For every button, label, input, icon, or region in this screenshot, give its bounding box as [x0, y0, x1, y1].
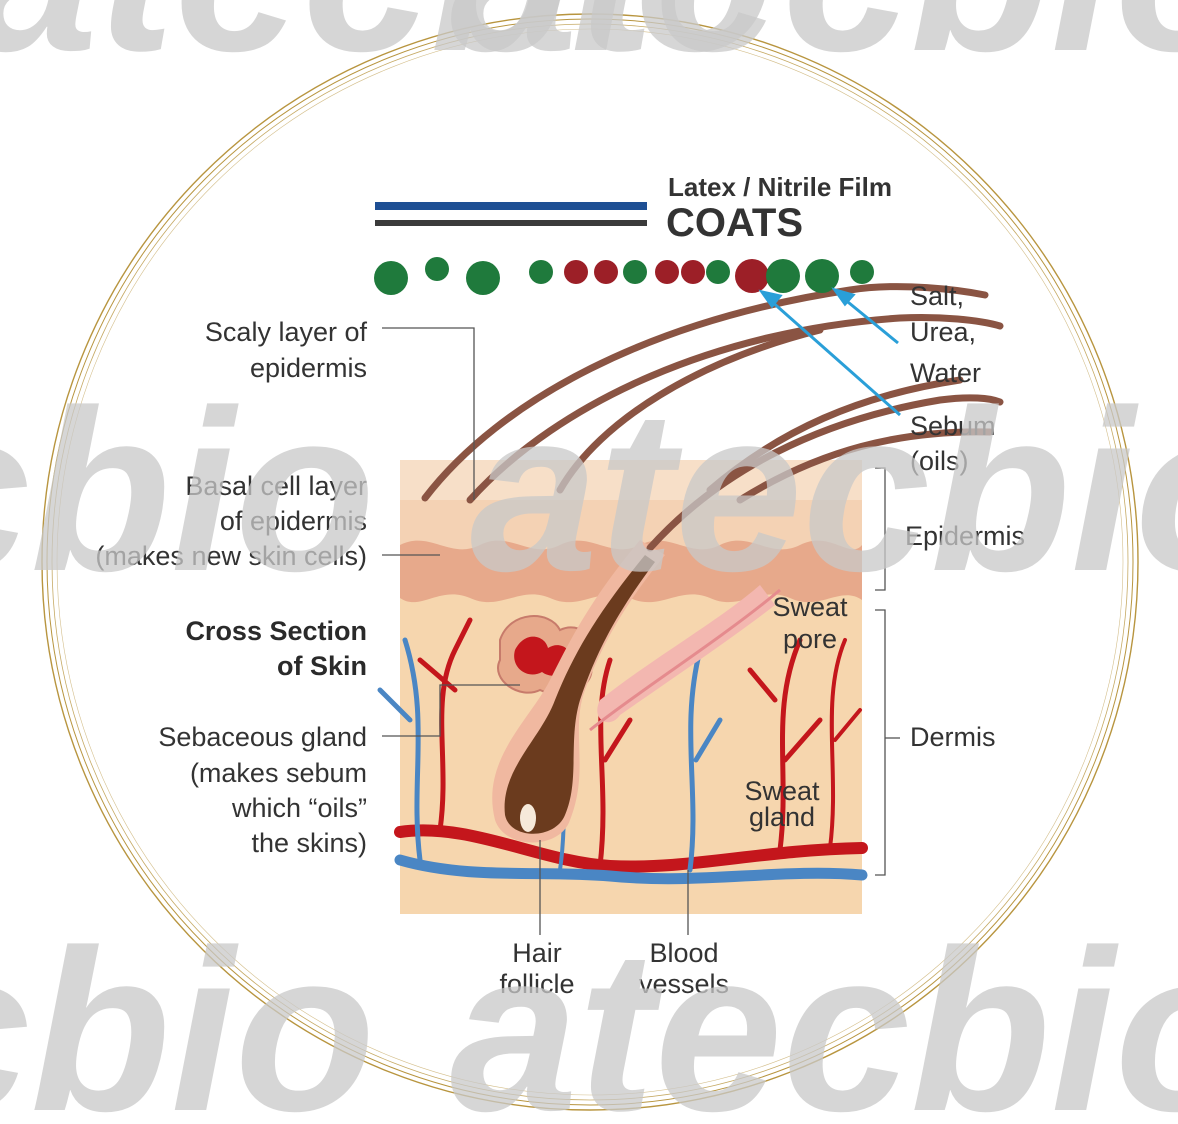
- particles: [374, 257, 874, 295]
- hair-bulb: [520, 804, 536, 832]
- label-dermis: Dermis: [910, 722, 996, 752]
- salt-particle: [374, 261, 408, 295]
- svg-text:Urea,: Urea,: [910, 317, 976, 347]
- film-subtitle: COATS: [666, 201, 803, 245]
- salt-particle: [466, 261, 500, 295]
- svg-text:(makes sebum: (makes sebum: [190, 758, 367, 788]
- svg-text:Sebaceous gland: Sebaceous gland: [158, 722, 367, 752]
- salt-particle: [425, 257, 449, 281]
- sebum-particle: [594, 260, 618, 284]
- label-sweat-gland: Sweat gland: [744, 776, 820, 832]
- salt-particle: [766, 259, 800, 293]
- film-title: Latex / Nitrile Film: [668, 172, 892, 202]
- svg-text:Cross Section: Cross Section: [185, 616, 367, 646]
- watermark-bottom-center: atecbio: [450, 902, 1178, 1124]
- watermark-top-center: atecbio: [450, 0, 1178, 99]
- film-lines: [375, 202, 647, 226]
- svg-text:the skins): the skins): [251, 828, 367, 858]
- svg-text:pore: pore: [783, 624, 837, 654]
- label-sebaceous-gland: Sebaceous gland (makes sebum which “oils…: [158, 722, 367, 858]
- label-cross-section: Cross Section of Skin: [185, 616, 367, 681]
- watermark-bottom-left: atecbio: [0, 902, 375, 1124]
- svg-text:which “oils”: which “oils”: [231, 793, 367, 823]
- sebum-particle: [655, 260, 679, 284]
- svg-text:Salt,: Salt,: [910, 281, 964, 311]
- watermark-middle-center: atecbio: [470, 362, 1178, 619]
- salt-particle: [623, 260, 647, 284]
- salt-particle: [805, 259, 839, 293]
- salt-particle: [850, 260, 874, 284]
- sebum-particle: [564, 260, 588, 284]
- sebum-particle: [735, 259, 769, 293]
- watermark-middle-left: atecbio: [0, 362, 375, 619]
- svg-text:of Skin: of Skin: [277, 651, 367, 681]
- sebum-particle: [681, 260, 705, 284]
- svg-text:gland: gland: [749, 802, 815, 832]
- salt-particle: [706, 260, 730, 284]
- salt-particle: [529, 260, 553, 284]
- svg-text:Scaly layer of: Scaly layer of: [205, 317, 368, 347]
